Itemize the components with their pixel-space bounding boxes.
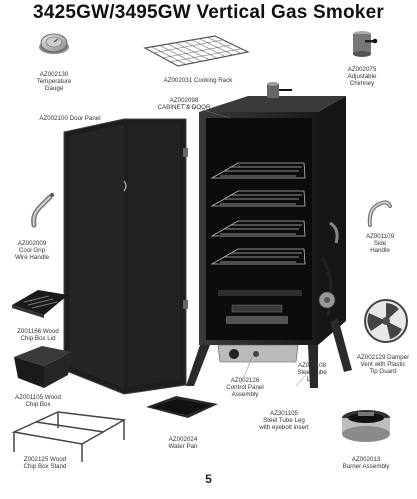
page-title: 3425GW/3495GW Vertical Gas Smoker xyxy=(33,2,384,23)
smoker-cabinet-icon xyxy=(186,82,352,388)
label-steel-tube-leg: AZ001108 Steel Tube Leg xyxy=(297,362,327,384)
wire-handle-icon xyxy=(31,193,54,228)
label-water-pan: AZ002024 Water Pan xyxy=(168,436,198,451)
label-chimney: AZ002075 Adjustable Chimney xyxy=(347,66,377,88)
burner-assembly-icon xyxy=(342,410,390,442)
label-cabinet: AZ002098 CABINET & DOOR xyxy=(157,97,211,112)
door-panel-icon xyxy=(63,118,188,395)
cooking-rack-icon xyxy=(143,35,250,67)
chimney-icon xyxy=(353,31,378,57)
label-temperature-gauge: AZ002130 Temperature Gauge xyxy=(36,71,72,93)
page-number: 5 xyxy=(205,472,212,486)
label-door-panel: AZ002100 Door Panel xyxy=(39,115,101,122)
label-cooking-rack: AZ002031 Cooking Rack xyxy=(163,77,233,84)
chip-box-stand-icon xyxy=(11,411,127,462)
chip-box-lid-icon xyxy=(12,290,68,318)
label-control-panel: AZ002126 Control Panel Assembly xyxy=(226,377,264,399)
label-chip-box: AZ001105 Wood Chip Box xyxy=(15,394,61,409)
label-damper-vent: AZ002129 Damper Vent with Plastic Tip Gu… xyxy=(356,354,410,376)
label-burner-assembly: AZ002013 Burner Assembly xyxy=(342,456,390,471)
side-handle-icon xyxy=(367,200,392,227)
label-wire-handle: AZ002009 Cool Grip Wire Handle xyxy=(14,240,50,262)
label-chip-box-lid: Z001166 Wood Chip Box Lid xyxy=(17,328,59,343)
label-side-handle: AZ001109 Side Handle xyxy=(365,233,395,255)
temperature-gauge-icon xyxy=(39,33,69,54)
label-leg-eyebolt: AZ301105 Steel Tube Leg with eyebolt ins… xyxy=(259,410,309,432)
damper-vent-icon xyxy=(364,299,408,343)
label-chip-box-stand: Z002125 Wood Chip Box Stand xyxy=(23,456,67,471)
chip-box-icon xyxy=(14,346,72,388)
leader-lines xyxy=(182,103,311,387)
water-pan-icon xyxy=(146,396,218,418)
